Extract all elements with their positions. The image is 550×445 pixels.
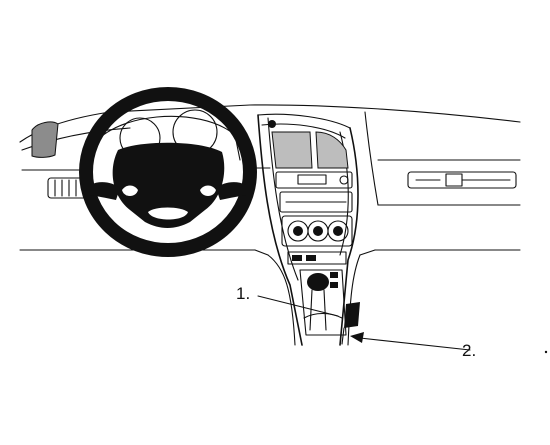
left-lower-vent xyxy=(47,177,89,199)
climate-knobs xyxy=(281,215,353,247)
radio-unit xyxy=(275,171,353,213)
callout-leaders xyxy=(257,295,471,351)
right-air-vent xyxy=(407,171,517,189)
edge-mark xyxy=(544,350,548,354)
lower-dashboard xyxy=(254,249,376,346)
gear-shifter xyxy=(299,269,347,336)
callout-label-2: 2. xyxy=(462,341,476,360)
steering-wheel xyxy=(79,87,257,257)
left-air-vent xyxy=(31,121,59,158)
center-display xyxy=(268,120,349,169)
callout-label-1: 1. xyxy=(236,284,250,303)
console-switch-panel xyxy=(287,251,347,265)
mounting-bracket xyxy=(341,302,360,345)
